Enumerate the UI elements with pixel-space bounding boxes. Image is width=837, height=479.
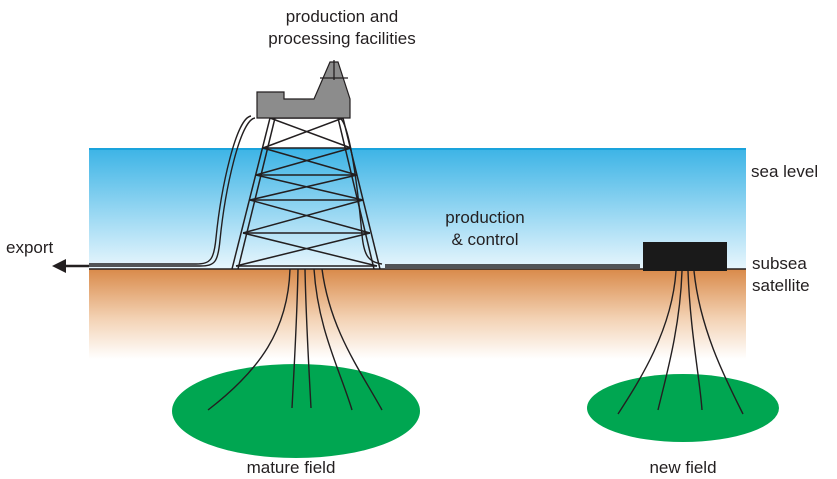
mature-field-reservoir [172,364,420,458]
facilities-label-line2: processing facilities [268,29,416,48]
facilities-label-line1: production and [285,7,399,26]
export-label: export [6,238,54,257]
production-control-line2: & control [451,230,519,249]
export-arrow [52,259,89,273]
new-field-label: new field [649,458,717,477]
subsea-satellite-line2: satellite [752,276,810,295]
sea-water [89,149,746,269]
subsea-satellite-label: subsea satellite [752,253,810,297]
new-field-reservoir [587,374,779,442]
sea-level-label: sea level [751,162,819,181]
new-field-wells [617,270,744,415]
production-control-line1: production [445,208,525,227]
mature-field-wells [207,268,383,411]
subsea-satellite [643,242,727,271]
facilities-label: production and processing facilities [232,6,452,50]
mature-field-label: mature field [246,458,336,477]
production-facilities [256,60,351,119]
production-control-label: production & control [430,207,540,251]
subsea-satellite-line1: subsea [752,254,807,273]
seabed [89,269,746,359]
platform-jacket [231,117,381,270]
pipelines [89,115,640,268]
